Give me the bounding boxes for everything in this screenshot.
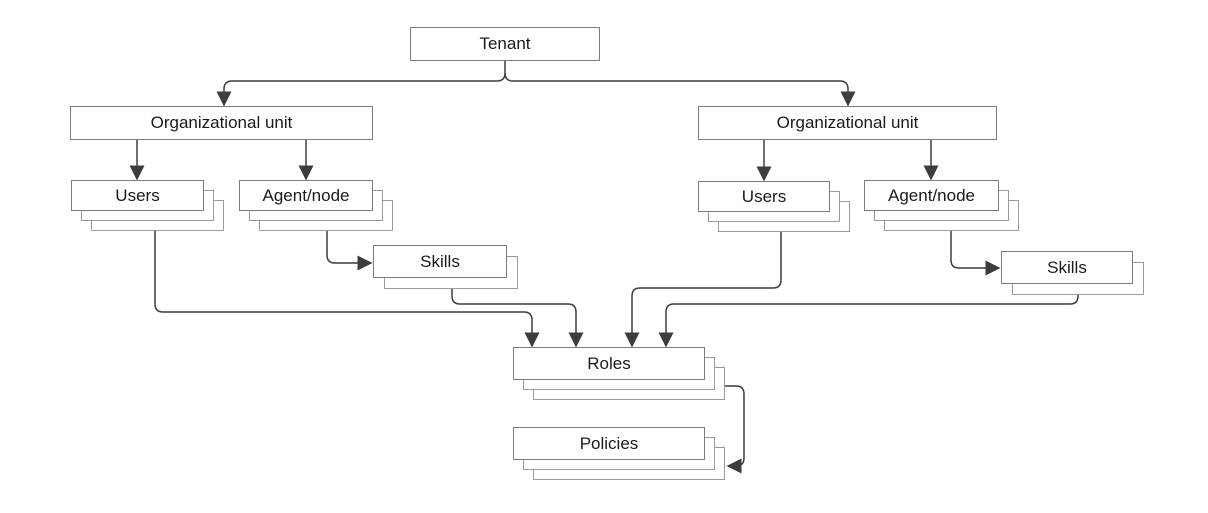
edge-users-left-to-roles — [154, 231, 540, 348]
edge-agent-node-left-to-skills-left — [326, 231, 373, 271]
node-label: Roles — [587, 353, 631, 373]
stack-main: Roles — [513, 347, 705, 380]
node-label: Agent/node — [262, 185, 350, 205]
node-tenant: Tenant — [410, 27, 600, 61]
node-label: Organizational unit — [776, 113, 919, 132]
stack-main: Agent/node — [239, 180, 373, 211]
node-label: Tenant — [479, 34, 531, 53]
node-org-unit-left: Organizational unit — [70, 106, 373, 140]
stack-main: Agent/node — [864, 180, 999, 211]
edge-tenant-to-org-unit-left — [216, 61, 506, 107]
stack-main: Users — [71, 180, 204, 211]
edge-users-right-to-roles — [624, 232, 782, 348]
stack-main: Skills — [373, 245, 507, 278]
edge-roles-to-policies — [725, 385, 745, 474]
edge-skills-left-to-roles — [451, 289, 584, 348]
node-label: Organizational unit — [150, 113, 293, 132]
node-org-unit-right: Organizational unit — [698, 106, 997, 140]
node-label: Agent/node — [888, 185, 975, 205]
node-label: Users — [741, 186, 787, 206]
node-label: Users — [115, 185, 160, 205]
edge-tenant-to-org-unit-right — [504, 72, 856, 107]
edge-agent-node-right-to-skills-right — [950, 231, 1001, 276]
node-label: Skills — [1047, 257, 1087, 277]
node-label: Policies — [579, 433, 639, 453]
node-label: Skills — [420, 251, 460, 271]
edge-skills-right-to-roles — [658, 293, 1079, 348]
stack-main: Users — [698, 181, 830, 212]
stack-main: Skills — [1001, 251, 1133, 284]
stack-main: Policies — [513, 427, 705, 460]
